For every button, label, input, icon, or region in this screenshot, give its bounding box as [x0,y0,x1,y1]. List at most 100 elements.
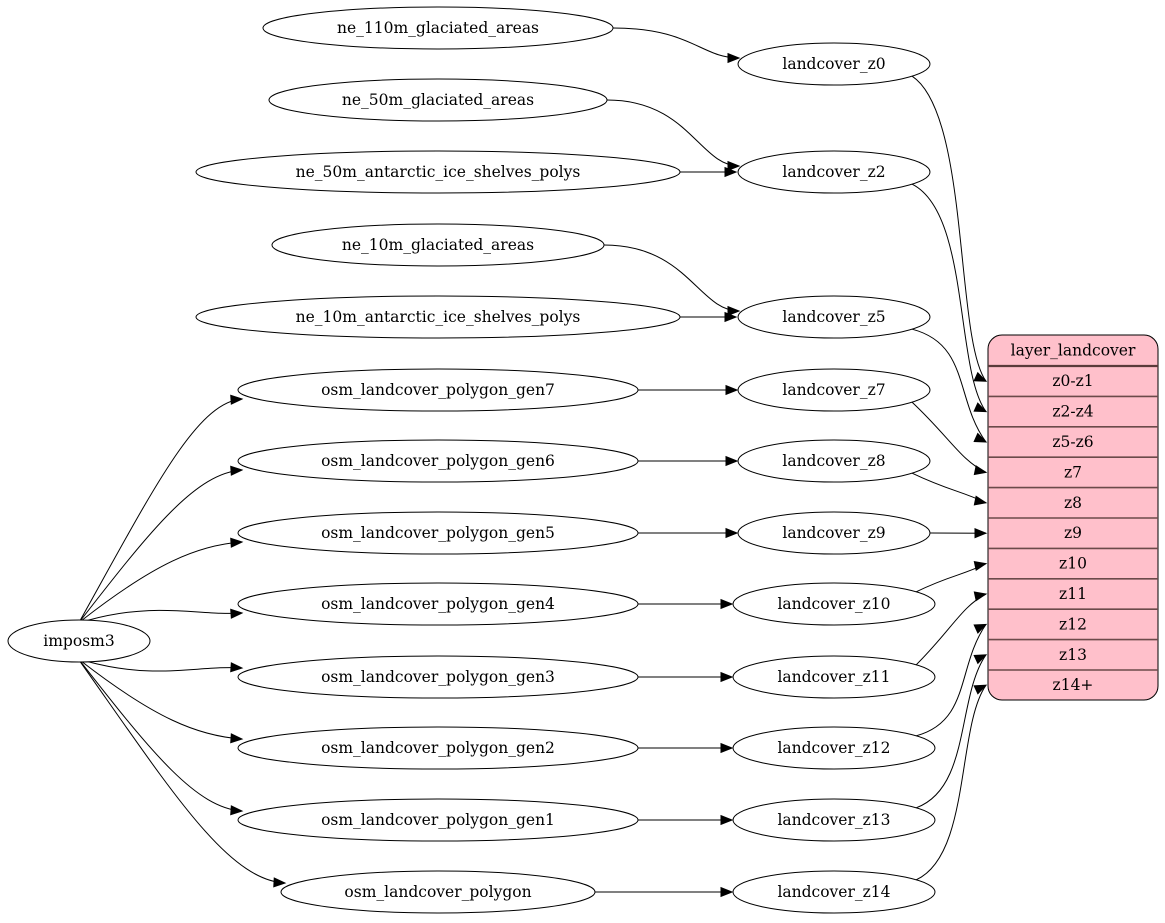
landcover-layer-node-landcover_z13[interactable]: landcover_z13 [732,798,936,842]
node-label: osm_landcover_polygon_gen4 [321,595,555,613]
edge-imposm3-to-osm_landcover_polygon_gen3 [87,661,243,672]
node-ellipse [195,295,681,339]
edge-ne_110m_glaciated_areas-to-landcover_z0 [612,27,740,59]
node-label: ne_10m_glaciated_areas [342,236,534,254]
landcover-layer-node-landcover_z12[interactable]: landcover_z12 [732,726,936,770]
node-label: osm_landcover_polygon_gen1 [321,811,555,829]
natural-earth-node-ne_10m_antarctic_ice_shelves_polys[interactable]: ne_10m_antarctic_ice_shelves_polys [195,295,681,339]
edge-imposm3-to-osm_landcover_polygon_gen7 [79,398,243,621]
node-label: osm_landcover_polygon_gen7 [321,381,555,399]
record-node-layer: layer_landcover z0-z1 z2-z4 z5-z6 z7 z8 z9 z10 z… [987,334,1159,701]
edge-ne_10m_glaciated_areas-to-landcover_z5 [603,244,740,312]
landcover-layer-node-landcover_z9[interactable]: landcover_z9 [737,511,931,555]
osm-table-node-osm_landcover_polygon_gen6[interactable]: osm_landcover_polygon_gen6 [237,439,639,483]
edge-imposm3-to-osm_landcover_polygon_gen4-arrowhead [230,608,244,619]
source-node-imposm3[interactable]: imposm3 [7,619,151,663]
edge-osm_landcover_polygon_gen3-to-landcover_z11-arrowhead [720,671,734,683]
landcover-layer-node-landcover_z7[interactable]: landcover_z7 [737,368,931,412]
edge-landcover_z10-to-record-row-6-arrowhead [973,560,988,572]
edge-imposm3-to-osm_landcover_polygon_gen6-arrowhead [230,465,244,476]
node-ellipse [732,726,936,770]
landcover-layer-node-landcover_z0[interactable]: landcover_z0 [737,42,931,86]
node-ellipse [737,439,931,483]
record-row-z0-z1[interactable]: z0-z1 [1052,372,1093,390]
edge-ne_10m_glaciated_areas-to-landcover_z5-arrowhead [727,305,741,317]
edge-imposm3-to-osm_landcover_polygon_gen6 [80,469,243,621]
natural-earth-node-ne_50m_antarctic_ice_shelves_polys[interactable]: ne_50m_antarctic_ice_shelves_polys [195,150,681,194]
edge-ne_50m_glaciated_areas-to-landcover_z2 [606,99,740,167]
landcover-layer-node-landcover_z5[interactable]: landcover_z5 [737,295,931,339]
record-row-z13[interactable]: z13 [1059,646,1087,664]
node-label: ne_50m_glaciated_areas [342,91,534,109]
edge-landcover_z2-to-record-row-1 [911,183,987,412]
edge-landcover_z11-to-record-row-7-arrowhead [973,591,988,602]
landcover-layer-node-landcover_z8[interactable]: landcover_z8 [737,439,931,483]
record-row-z14+[interactable]: z14+ [1053,676,1094,694]
edge-landcover_z2-to-record-row-1-arrowhead [973,402,988,413]
node-ellipse [237,368,639,412]
record-row-z2-z4[interactable]: z2-z4 [1052,403,1093,421]
node-ellipse [737,42,931,86]
osm-table-node-osm_landcover_polygon_gen7[interactable]: osm_landcover_polygon_gen7 [237,368,639,412]
record-row-z10[interactable]: z10 [1059,555,1087,573]
node-label: osm_landcover_polygon_gen2 [321,739,555,757]
natural-earth-node-ne_10m_glaciated_areas[interactable]: ne_10m_glaciated_areas [271,223,605,267]
osm-table-node-osm_landcover_polygon[interactable]: osm_landcover_polygon [280,870,596,914]
record-row-z11[interactable]: z11 [1059,585,1087,603]
edge-osm_landcover_polygon_gen7-to-landcover_z7-arrowhead [725,384,739,396]
edge-landcover_z8-to-record-row-4-arrowhead [973,495,988,506]
landcover-layer-node-landcover_z10[interactable]: landcover_z10 [732,582,936,626]
edge-landcover_z14-to-record-row-10 [915,684,987,881]
edge-imposm3-to-osm_landcover_polygon_gen4 [87,609,243,621]
osm-table-node-osm_landcover_polygon_gen2[interactable]: osm_landcover_polygon_gen2 [237,726,639,770]
node-ellipse [237,655,639,699]
node-ellipse [732,655,936,699]
record-node-layer-landcover[interactable]: layer_landcover z0-z1 z2-z4 z5-z6 z7 z8 z9 z10 z… [987,334,1159,701]
natural-earth-node-ne_50m_glaciated_areas[interactable]: ne_50m_glaciated_areas [268,78,608,122]
node-ellipse [737,368,931,412]
record-row-z12[interactable]: z12 [1059,615,1087,633]
edge-landcover_z9-to-record-row-5-arrowhead [974,528,988,539]
osm-table-node-osm_landcover_polygon_gen5[interactable]: osm_landcover_polygon_gen5 [237,511,639,555]
node-ellipse [737,295,931,339]
edge-landcover_z13-to-record-row-9 [916,654,987,809]
node-label: ne_50m_antarctic_ice_shelves_polys [296,163,581,181]
node-ellipse [271,223,605,267]
edge-imposm3-to-osm_landcover_polygon_gen1-arrowhead [230,805,244,816]
edge-landcover_z12-to-record-row-8-arrowhead [973,623,988,634]
node-ellipse [280,870,596,914]
record-row-z7[interactable]: z7 [1064,463,1082,481]
landcover-layer-node-landcover_z2[interactable]: landcover_z2 [737,150,931,194]
edge-ne_50m_glaciated_areas-to-landcover_z2-arrowhead [727,160,741,172]
node-ellipse [737,150,931,194]
node-label: landcover_z14 [777,883,890,901]
node-label: landcover_z0 [782,55,885,73]
landcover-layer-node-landcover_z11[interactable]: landcover_z11 [732,655,936,699]
node-label: landcover_z2 [782,163,885,181]
edge-landcover_z5-to-record-row-2 [912,328,987,443]
osm-table-node-osm_landcover_polygon_gen3[interactable]: osm_landcover_polygon_gen3 [237,655,639,699]
natural-earth-node-ne_110m_glaciated_areas[interactable]: ne_110m_glaciated_areas [262,6,614,50]
record-header-label: layer_landcover [1011,342,1136,360]
edge-imposm3-to-osm_landcover_polygon_gen5 [81,541,243,621]
node-label: landcover_z13 [777,811,890,829]
edge-ne_50m_antarctic_ice_shelves_polys-to-landcover_z2-arrowhead [724,166,738,178]
node-label: landcover_z9 [782,524,885,542]
node-ellipse [237,798,639,842]
osm-table-node-osm_landcover_polygon_gen1[interactable]: osm_landcover_polygon_gen1 [237,798,639,842]
edge-osm_landcover_polygon_gen2-to-landcover_z12-arrowhead [720,742,734,754]
node-label: landcover_z8 [782,452,885,470]
record-row-z5-z6[interactable]: z5-z6 [1052,433,1093,451]
record-row-z9[interactable]: z9 [1064,524,1082,542]
landcover-layer-node-landcover_z14[interactable]: landcover_z14 [732,870,936,914]
node-label: landcover_z11 [777,668,890,686]
edge-osm_landcover_polygon_gen6-to-landcover_z8-arrowhead [725,455,739,467]
osm-table-node-osm_landcover_polygon_gen4[interactable]: osm_landcover_polygon_gen4 [237,582,639,626]
edge-landcover_z8-to-record-row-4 [911,472,987,504]
edge-landcover_z5-to-record-row-2-arrowhead [973,432,988,443]
edge-imposm3-to-osm_landcover_polygon-arrowhead [273,877,287,888]
record-row-z8[interactable]: z8 [1064,494,1082,512]
edge-imposm3-to-osm_landcover_polygon_gen7-arrowhead [230,394,244,405]
